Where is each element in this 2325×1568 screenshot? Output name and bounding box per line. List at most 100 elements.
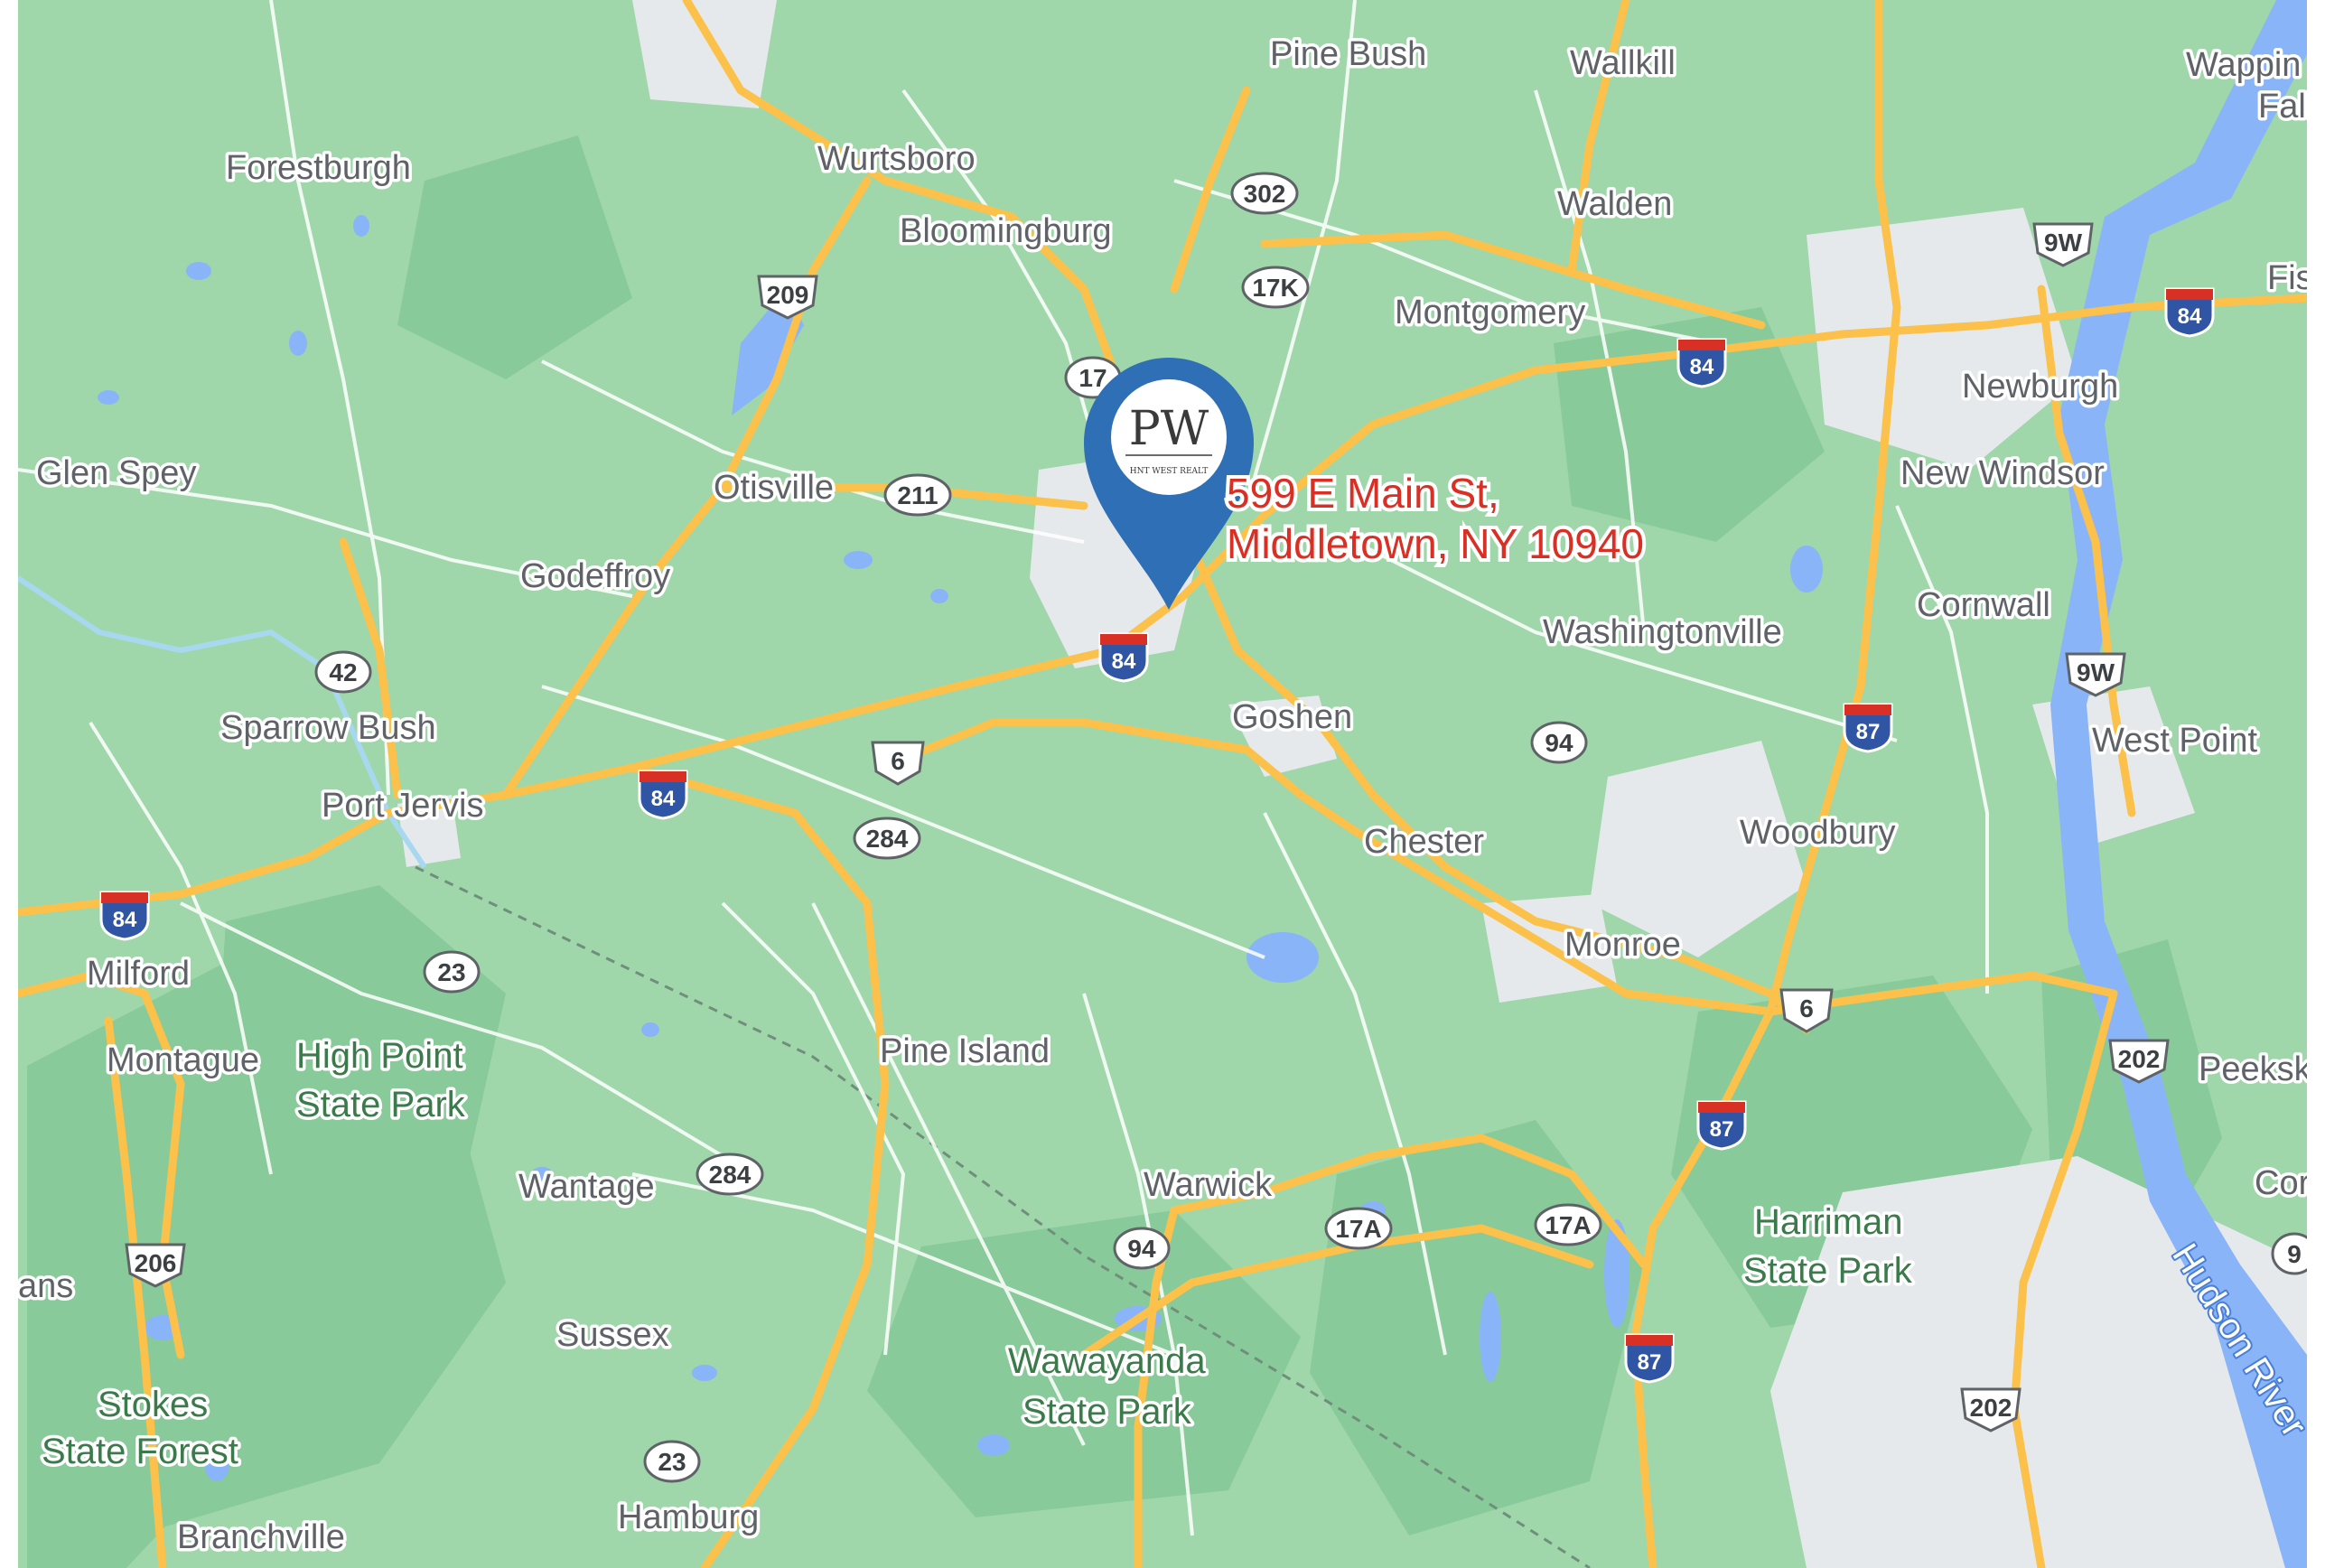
svg-text:202: 202 bbox=[2118, 1045, 2161, 1073]
us202-route bbox=[2010, 989, 2118, 1568]
place-label: Wappin bbox=[2186, 46, 2301, 84]
place-label: Otisville bbox=[714, 469, 834, 507]
route-shield: 87 bbox=[1624, 1333, 1675, 1384]
route-shield: 284 bbox=[853, 817, 921, 860]
pin-logo-text: PW bbox=[1129, 402, 1209, 456]
route-shield: 84 bbox=[99, 891, 150, 941]
svg-text:6: 6 bbox=[891, 747, 905, 775]
svg-text:42: 42 bbox=[329, 658, 357, 686]
rt284-route bbox=[628, 763, 890, 1568]
park-label: Wawayanda bbox=[1008, 1341, 1206, 1381]
svg-text:9: 9 bbox=[2287, 1240, 2302, 1268]
route-shield: 209 bbox=[757, 275, 818, 320]
us6-route bbox=[899, 718, 2118, 1016]
svg-text:87: 87 bbox=[1710, 1117, 1734, 1142]
place-label: Pine Bush bbox=[1270, 35, 1426, 73]
place-label: Cor bbox=[2255, 1164, 2311, 1202]
rt17k-route bbox=[1260, 230, 1766, 330]
place-label: Wantage bbox=[518, 1168, 655, 1206]
route-shield: 17A bbox=[1534, 1203, 1602, 1246]
rt9w-route bbox=[2037, 285, 2136, 817]
svg-text:17A: 17A bbox=[1545, 1211, 1591, 1239]
place-label: Warwick bbox=[1144, 1166, 1273, 1204]
svg-text:17K: 17K bbox=[1252, 274, 1298, 302]
route-shield: 84 bbox=[1676, 338, 1727, 388]
park-label: State Park bbox=[1022, 1392, 1192, 1432]
rt94-route bbox=[1134, 1134, 1648, 1568]
park-label: State Park bbox=[1743, 1251, 1913, 1291]
route-shield: 94 bbox=[1113, 1227, 1171, 1270]
route-shield: 17A bbox=[1324, 1207, 1393, 1250]
svg-text:209: 209 bbox=[767, 281, 809, 309]
place-label: Montague bbox=[107, 1041, 259, 1079]
route-shield: 284 bbox=[696, 1153, 764, 1196]
route-shields: 302 17K 9W 84 209 17 84 211 42 84 9W 87 … bbox=[99, 172, 2307, 1483]
svg-text:87: 87 bbox=[1856, 720, 1881, 744]
place-label: New Windsor bbox=[1900, 454, 2105, 492]
rt208-route bbox=[1567, 0, 1630, 275]
svg-text:84: 84 bbox=[1112, 649, 1136, 674]
route-shield: 84 bbox=[1098, 632, 1149, 683]
place-label: Glen Spey bbox=[36, 454, 196, 492]
svg-text:6: 6 bbox=[1799, 994, 1814, 1022]
location-marker[interactable]: PW HNT WEST REALT bbox=[1084, 358, 1254, 610]
svg-text:284: 284 bbox=[709, 1161, 752, 1189]
svg-text:206: 206 bbox=[135, 1249, 177, 1277]
route-shield: 94 bbox=[1530, 721, 1588, 764]
route-shield: 17K bbox=[1241, 266, 1310, 309]
svg-text:84: 84 bbox=[2178, 304, 2202, 329]
svg-text:9W: 9W bbox=[2044, 229, 2083, 257]
place-label: Pine Island bbox=[880, 1032, 1050, 1070]
place-label: Peeksk bbox=[2199, 1050, 2312, 1088]
place-label: Woodbury bbox=[1740, 814, 1896, 852]
place-label: Chester bbox=[1364, 823, 1484, 861]
svg-text:94: 94 bbox=[1545, 729, 1573, 757]
route-shield: 87 bbox=[1696, 1100, 1747, 1151]
svg-text:211: 211 bbox=[897, 481, 938, 509]
place-label: Port Jervis bbox=[322, 787, 483, 825]
rt302-route bbox=[1170, 86, 1251, 294]
pin-logo-badge bbox=[1111, 379, 1227, 495]
pin-logo-subtext: HNT WEST REALT bbox=[1130, 467, 1209, 476]
hudson-river bbox=[2050, 0, 2307, 1568]
route-shield: 84 bbox=[638, 770, 688, 820]
park-label: State Forest bbox=[42, 1432, 238, 1471]
park-label: High Point bbox=[296, 1036, 463, 1076]
route-shield: 9 bbox=[2271, 1232, 2307, 1275]
place-label: Newburgh bbox=[1962, 368, 2118, 406]
svg-text:87: 87 bbox=[1638, 1350, 1662, 1375]
place-label: Walden bbox=[1557, 185, 1672, 223]
place-label: Cornwall bbox=[1917, 586, 2050, 624]
route-shield: 211 bbox=[883, 473, 952, 517]
place-label: Fall bbox=[2258, 88, 2313, 126]
svg-text:23: 23 bbox=[437, 958, 465, 986]
route-shield: 9W bbox=[2032, 222, 2094, 267]
route-shield: 87 bbox=[1843, 703, 1893, 753]
place-label: Forestburgh bbox=[226, 149, 411, 187]
place-label: Wurtsboro bbox=[817, 140, 976, 178]
route-shield: 202 bbox=[2108, 1039, 2170, 1084]
svg-text:84: 84 bbox=[113, 908, 137, 932]
route-shield: 23 bbox=[423, 950, 481, 994]
place-label: Wallkill bbox=[1570, 44, 1676, 82]
place-label: ans bbox=[18, 1267, 73, 1305]
place-label: West Point bbox=[2092, 722, 2257, 760]
address-line-1: 599 E Main St, bbox=[1227, 470, 1499, 517]
svg-text:23: 23 bbox=[658, 1448, 686, 1476]
highways bbox=[18, 0, 2307, 1568]
svg-text:302: 302 bbox=[1244, 180, 1286, 208]
route-shield: 6 bbox=[1779, 988, 1834, 1033]
state-border bbox=[415, 865, 1591, 1568]
place-label: Washingtonville bbox=[1543, 613, 1782, 651]
svg-text:284: 284 bbox=[866, 825, 909, 853]
svg-text:84: 84 bbox=[651, 787, 676, 811]
i84-route bbox=[18, 294, 2307, 917]
svg-text:84: 84 bbox=[1690, 355, 1714, 379]
route-shield: 202 bbox=[1960, 1387, 2022, 1433]
place-label: Sparrow Bush bbox=[220, 709, 436, 747]
svg-text:17: 17 bbox=[1078, 364, 1106, 392]
place-label: Godeffroy bbox=[520, 557, 670, 595]
route-shield: 42 bbox=[314, 650, 372, 694]
svg-text:94: 94 bbox=[1127, 1235, 1156, 1263]
